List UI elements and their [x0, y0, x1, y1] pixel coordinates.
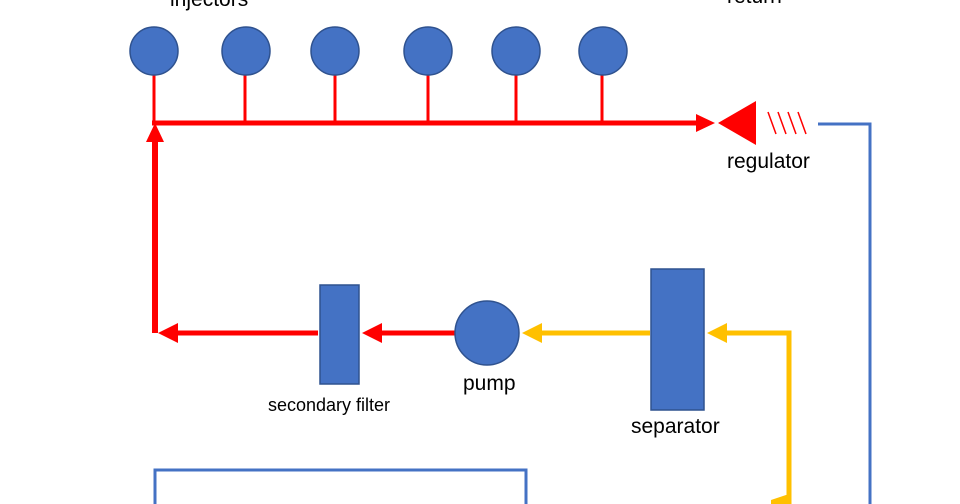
secondary-filter-label: secondary filter — [268, 395, 390, 415]
pump-icon — [454, 300, 520, 366]
regulator-spring-icon — [767, 111, 807, 135]
pump-outlet-arrowhead — [362, 323, 382, 343]
injector-icon — [221, 26, 271, 76]
injector-icon — [129, 26, 179, 76]
separator-label: separator — [631, 415, 720, 438]
injector-icon — [578, 26, 628, 76]
regulator-icon — [718, 101, 756, 145]
injector-icon — [491, 26, 541, 76]
injectors-label: injectors — [170, 0, 248, 11]
pump-label: pump — [463, 372, 516, 395]
separator-icon — [650, 268, 705, 411]
return-label: return — [727, 0, 782, 8]
tank-feed-line — [725, 330, 792, 504]
injector-icon — [403, 26, 453, 76]
fuel-rail-arrowhead — [696, 114, 715, 132]
injector-stems — [152, 75, 604, 123]
tank-feed-arrowhead — [707, 323, 727, 343]
injectors — [129, 26, 628, 76]
regulator-label: regulator — [727, 150, 810, 173]
return-line — [818, 122, 872, 504]
separator-outlet-arrowhead — [522, 323, 542, 343]
filter-outlet-arrowhead — [158, 323, 178, 343]
riser-arrowhead — [146, 123, 164, 142]
tank-feed-lower-arrow — [771, 494, 789, 504]
tank-outline — [153, 468, 528, 504]
injector-icon — [310, 26, 360, 76]
secondary-filter-icon — [319, 284, 360, 385]
